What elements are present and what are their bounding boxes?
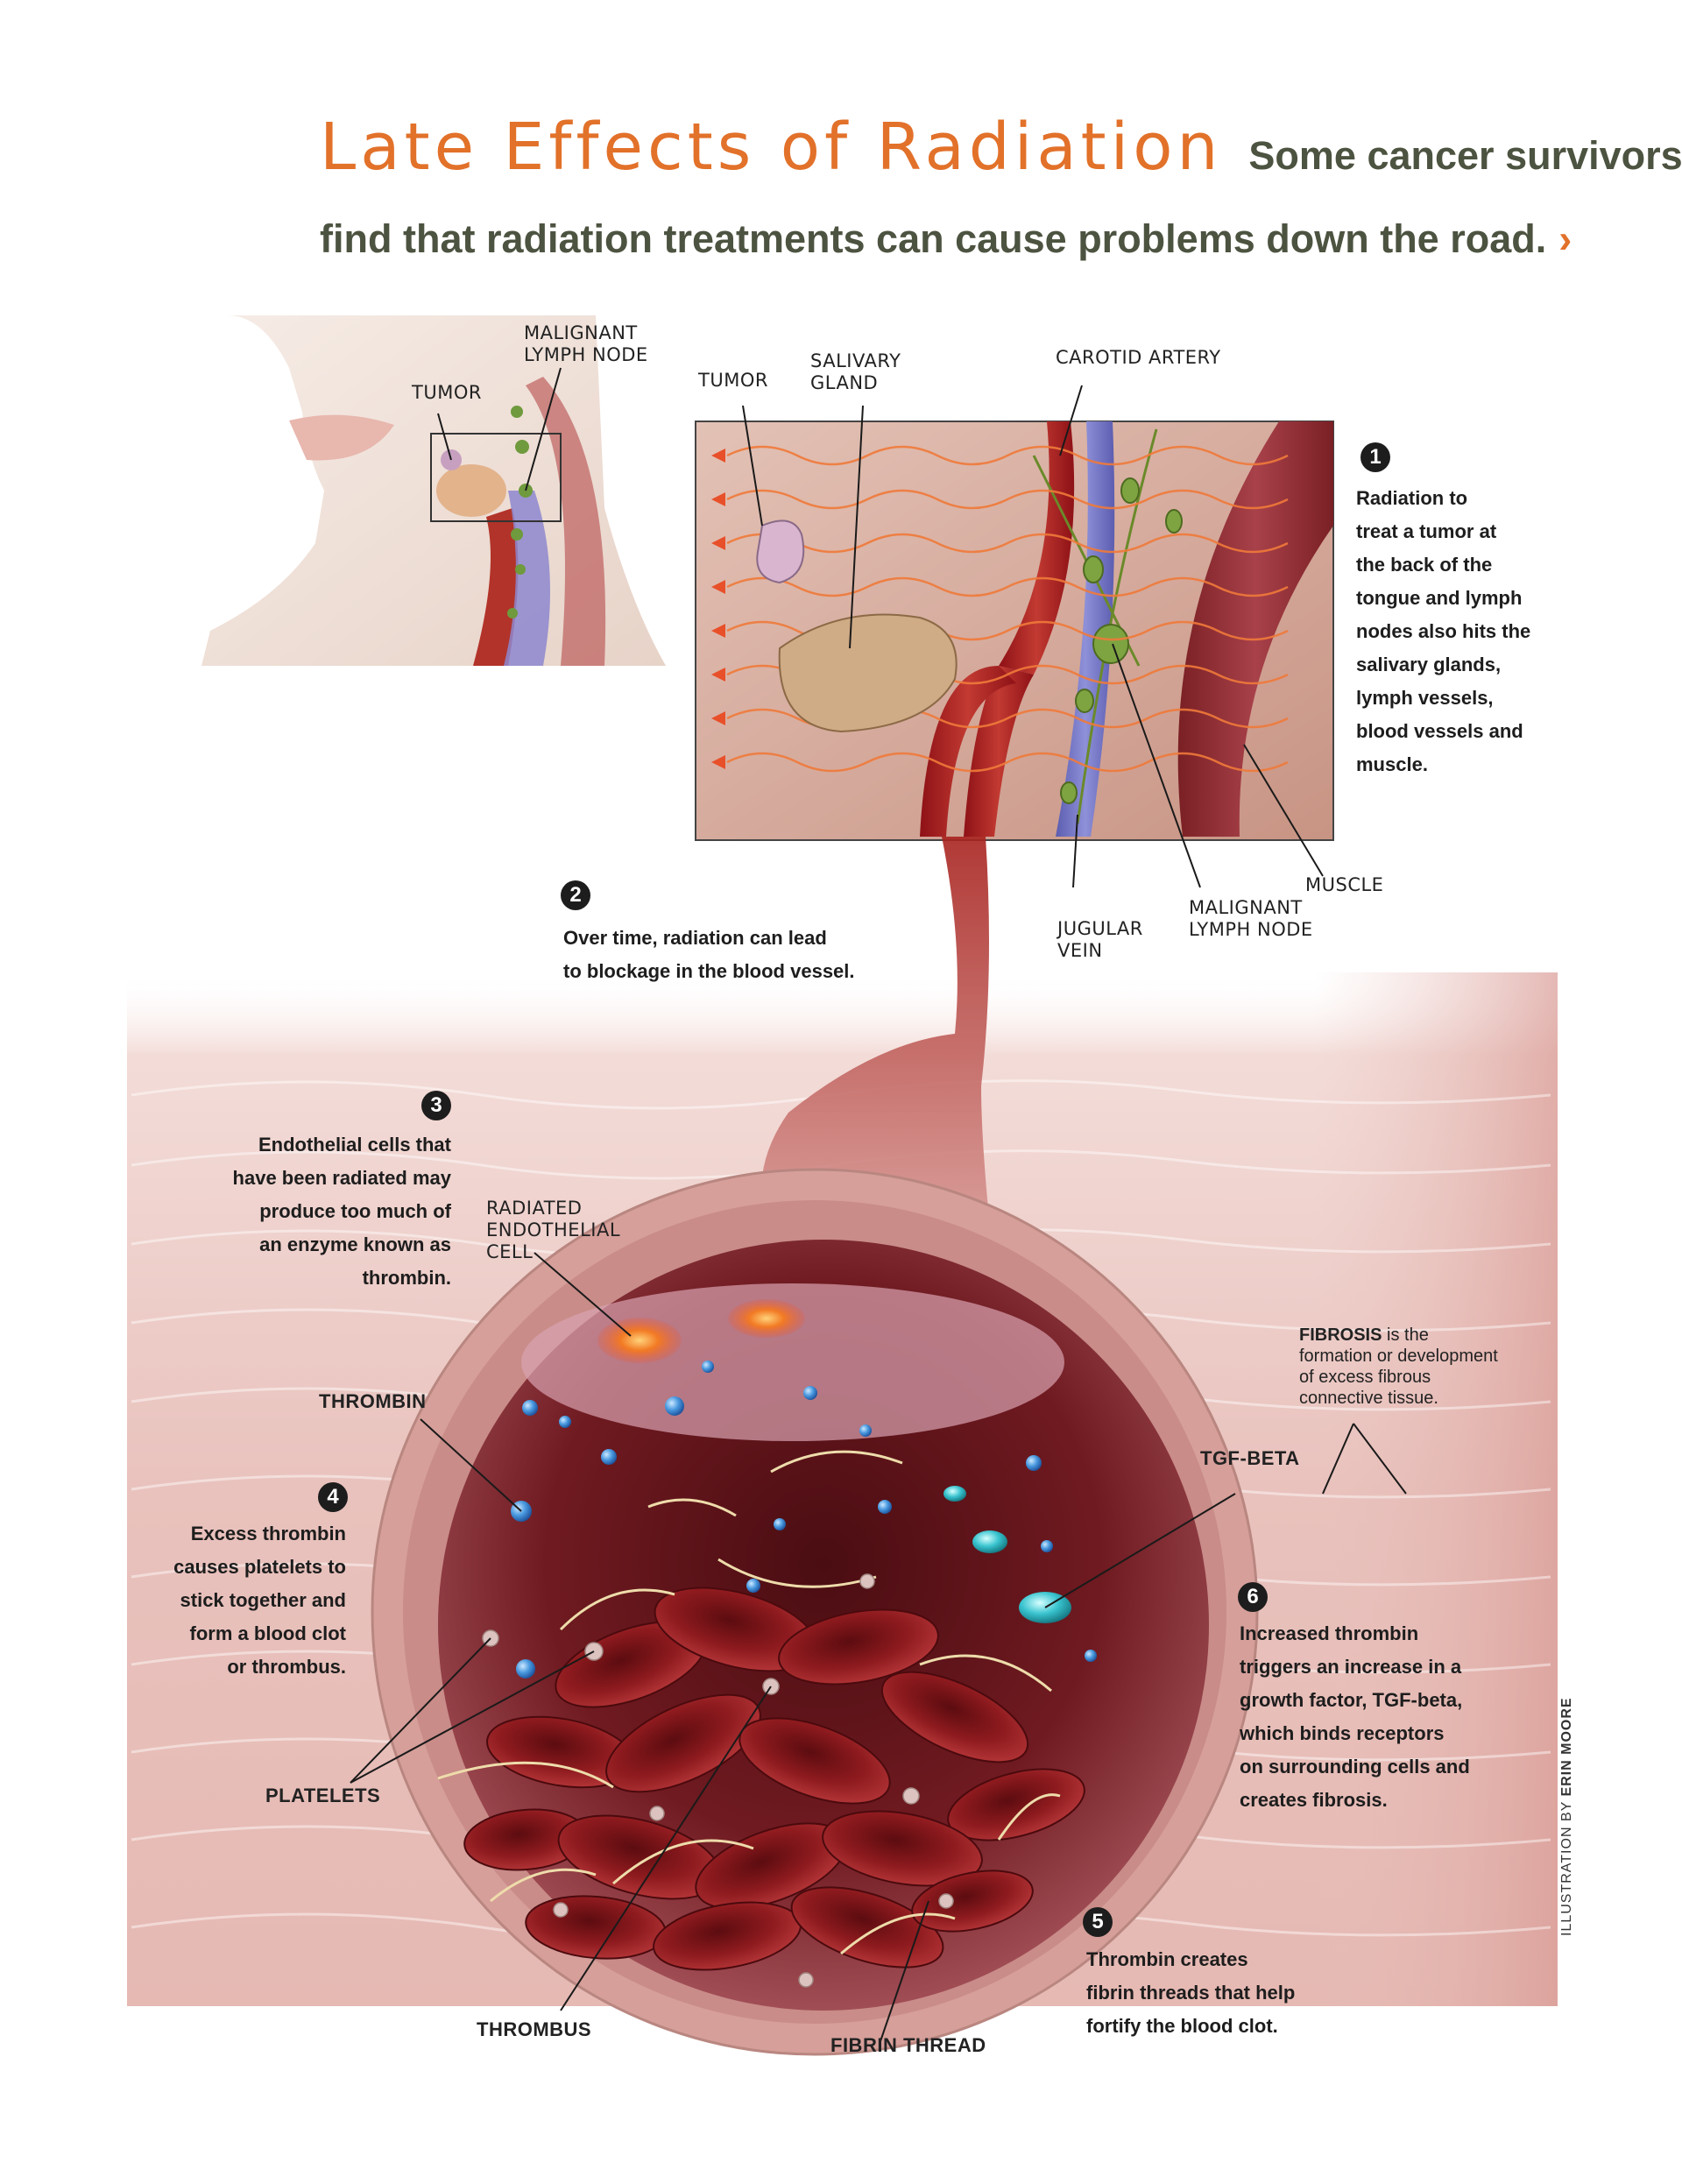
label-tumor-inset: TUMOR: [698, 370, 768, 391]
page-subtitle-line2: find that radiation treatments can cause…: [320, 216, 1547, 261]
step-6-badge: 6: [1238, 1582, 1268, 1612]
head-neck-illustration: [201, 315, 666, 666]
label-malignant-lymph-node-bottom: MALIGNANT LYMPH NODE: [1189, 897, 1313, 940]
label-platelets: PLATELETS: [265, 1785, 381, 1806]
step-2-text: Over time, radiation can lead to blockag…: [563, 927, 855, 982]
inset-reference-box: [430, 433, 562, 522]
fibrin-threads: [437, 1450, 1061, 1955]
label-fibrin-thread: FIBRIN THREAD: [830, 2034, 986, 2056]
step-3-badge: 3: [421, 1091, 451, 1120]
page-subtitle-line1: Some cancer survivors: [1248, 133, 1682, 178]
leader-lines: [350, 367, 1407, 2042]
label-jugular-vein: JUGULAR VEIN: [1057, 918, 1143, 961]
label-thrombin: THROMBIN: [319, 1390, 427, 1412]
label-salivary-gland: SALIVARY GLAND: [810, 350, 901, 393]
step-5-badge: 5: [1083, 1907, 1113, 1937]
step-1-badge: 1: [1360, 442, 1390, 472]
label-muscle: MUSCLE: [1305, 874, 1384, 895]
page-title: Late Effects of Radiation: [320, 110, 1223, 185]
vessel-cross-section: [371, 1168, 1259, 2056]
step-1-text: Radiation to treat a tumor at the back o…: [1356, 487, 1531, 775]
page-subtitle-line2-row: find that radiation treatments can cause…: [320, 216, 1572, 262]
credit-prefix: ILLUSTRATION BY: [1559, 1796, 1574, 1936]
step-2-badge: 2: [561, 880, 590, 910]
neck-inset: [695, 421, 1334, 841]
fibrosis-definition: is the formation or development of exces…: [1299, 1325, 1498, 1408]
step-4-badge: 4: [318, 1482, 348, 1512]
credit-name: ERIN MOORE: [1559, 1697, 1574, 1797]
chevron-right-icon: ›: [1558, 216, 1572, 261]
label-radiated-endothelial-cell: RADIATED ENDOTHELIAL CELL: [486, 1198, 621, 1262]
vessel-link: [760, 837, 990, 1244]
label-thrombus: THROMBUS: [477, 2018, 592, 2040]
fibrosis-term: FIBROSIS: [1299, 1325, 1382, 1345]
step-6-text: Increased thrombin triggers an increase …: [1240, 1622, 1470, 1811]
step-4-text: Excess thrombin causes platelets to stic…: [173, 1523, 346, 1678]
platelet-cluster: [482, 1573, 954, 1988]
step-3-text: Endothelial cells that have been radiate…: [232, 1134, 451, 1289]
label-tgf-beta: TGF-BETA: [1200, 1447, 1300, 1469]
header: Late Effects of Radiation Some cancer sur…: [320, 105, 1682, 262]
illustration-credit: ILLUSTRATION BY ERIN MOORE: [1559, 1697, 1575, 1936]
label-tumor-small: TUMOR: [412, 382, 482, 403]
label-malignant-lymph-node-top: MALIGNANT LYMPH NODE: [524, 322, 648, 365]
label-carotid-artery: CAROTID ARTERY: [1056, 347, 1221, 368]
fibrosis-note: FIBROSIS is the formation or development…: [1299, 1325, 1498, 1409]
step-5-text: Thrombin creates fibrin threads that hel…: [1086, 1948, 1296, 2037]
